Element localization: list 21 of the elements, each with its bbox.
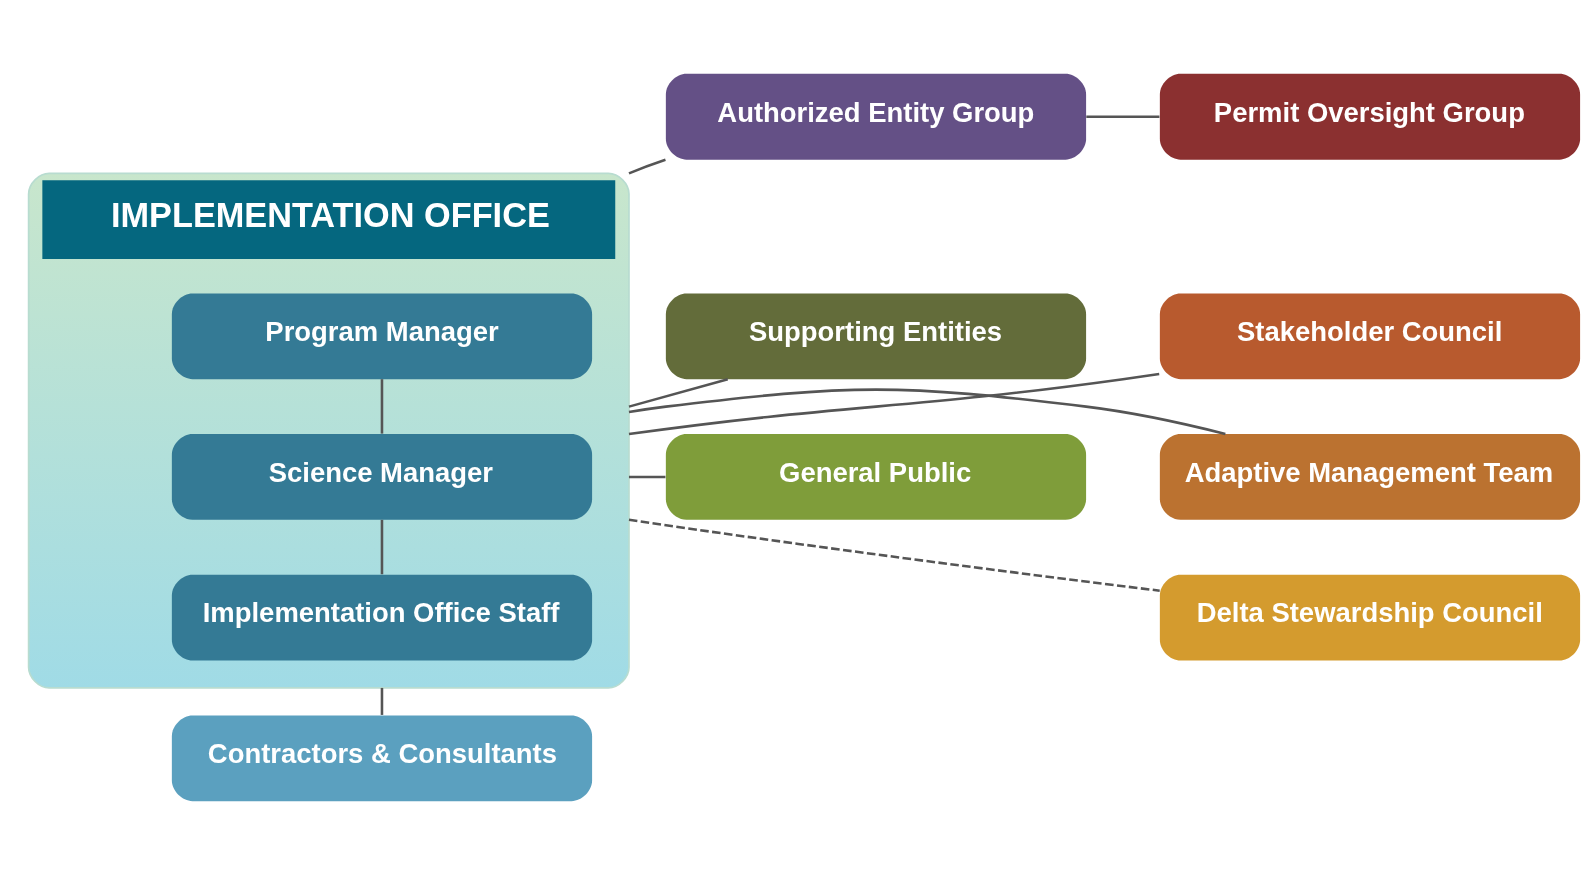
- node-box: Delta Stewardship Council: [1159, 574, 1581, 660]
- connector: [1086, 114, 1160, 118]
- connector: [628, 518, 1160, 592]
- node-box: Supporting Entities: [665, 292, 1087, 379]
- node-box: Program Manager: [171, 292, 593, 379]
- connector: [628, 377, 729, 408]
- node-box: Adaptive Management Team: [1159, 433, 1581, 520]
- node-box: Authorized Entity Group: [665, 73, 1087, 160]
- connector: [628, 475, 666, 478]
- connector: [628, 372, 1160, 435]
- connector: [628, 387, 1226, 435]
- connector: [380, 687, 384, 715]
- node-box: General Public: [665, 433, 1087, 520]
- connector: [380, 519, 384, 574]
- node-box: Stakeholder Council: [1159, 292, 1581, 379]
- connector: [628, 158, 666, 175]
- node-box: Implementation Office Staff: [171, 574, 593, 660]
- node-box: Permit Oversight Group: [1159, 73, 1581, 160]
- connector: [380, 378, 384, 434]
- node-box: Contractors & Consultants: [171, 714, 593, 801]
- node-box: Science Manager: [171, 433, 593, 520]
